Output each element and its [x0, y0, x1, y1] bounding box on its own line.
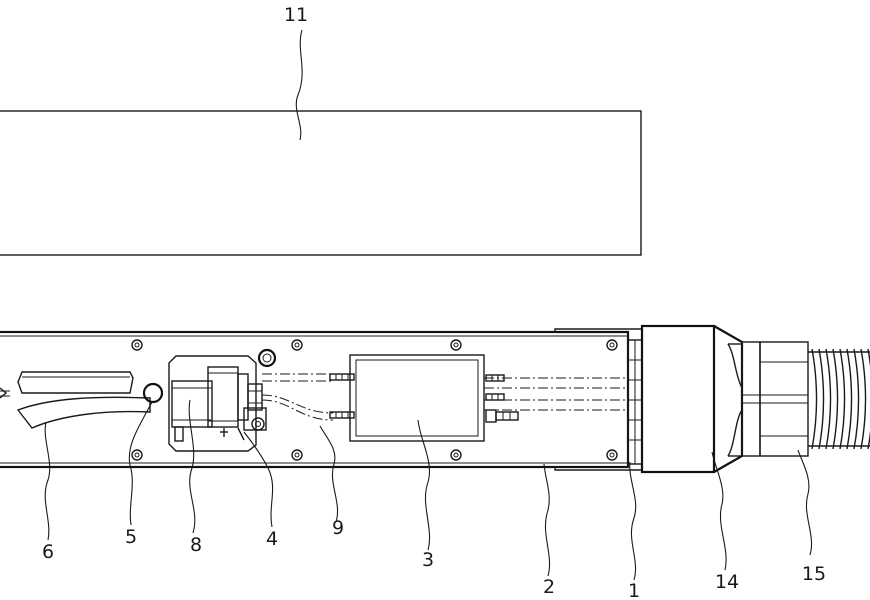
component-4	[220, 407, 267, 441]
label-11: 11	[284, 4, 308, 26]
right-cables	[484, 374, 628, 423]
label-4: 4	[266, 528, 278, 550]
upper-rail-part-11	[0, 110, 642, 256]
component-6	[0, 371, 151, 429]
label-15: 15	[802, 563, 826, 585]
label-9: 9	[332, 517, 344, 539]
end-plate-part-1	[627, 339, 643, 465]
screw-icon	[606, 339, 618, 351]
label-6: 6	[42, 541, 54, 563]
screw-icon	[131, 339, 143, 351]
component-3-box	[349, 354, 485, 442]
label-14: 14	[715, 571, 739, 593]
hose-rib	[818, 348, 825, 450]
screw-icon	[450, 339, 462, 351]
label-3: 3	[422, 549, 434, 571]
hose-rib	[860, 348, 867, 450]
bracket-plate	[168, 348, 277, 452]
label-5: 5	[125, 526, 137, 548]
nut-part-15	[741, 341, 809, 457]
screw-icon	[450, 449, 462, 461]
hose-outline	[808, 351, 870, 447]
hose-rib	[811, 348, 818, 450]
corrugated-hose	[808, 348, 870, 450]
screw-icon	[131, 449, 143, 461]
hose-rib	[825, 348, 832, 450]
hose-rib	[832, 348, 839, 450]
component-8	[171, 366, 263, 442]
collar-part-14	[640, 324, 744, 474]
label-8: 8	[190, 534, 202, 556]
housing-screws	[131, 339, 618, 461]
hose-rib	[846, 348, 853, 450]
hose-rib	[839, 348, 846, 450]
leader-lines	[44, 29, 813, 581]
label-1: 1	[628, 580, 640, 600]
screw-icon	[291, 339, 303, 351]
label-2: 2	[543, 576, 555, 598]
reference-labels: 11 6 5 8 4 9 3 2 1 14 15	[42, 4, 826, 600]
screw-icon	[291, 449, 303, 461]
screw-icon	[606, 449, 618, 461]
hose-rib	[853, 348, 860, 450]
component-5-ring	[142, 382, 164, 404]
cables-part-9	[261, 373, 355, 421]
